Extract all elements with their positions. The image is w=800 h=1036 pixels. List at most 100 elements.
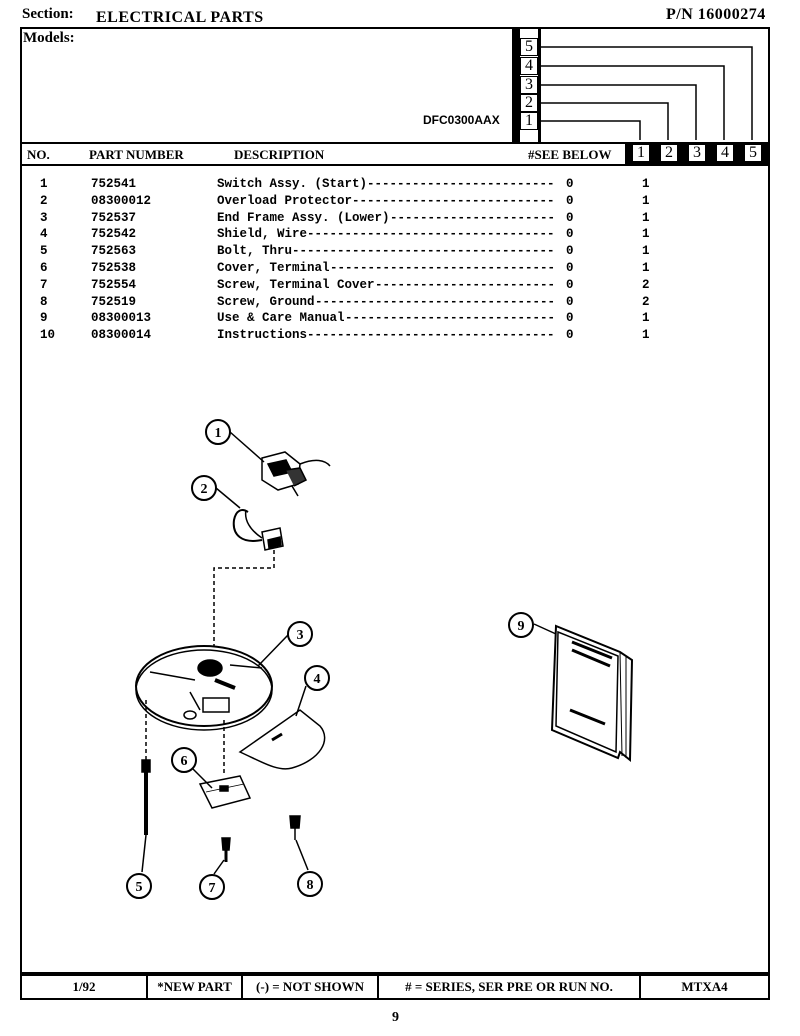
callout-7: 7: [209, 881, 216, 896]
callout-1: 1: [215, 426, 222, 441]
callout-6: 6: [181, 754, 188, 769]
end-frame-drawing: [135, 645, 273, 731]
flag-cell: 0: [566, 244, 574, 259]
col-series-1: 1: [632, 144, 650, 162]
part-number-header: P/N 16000274: [666, 6, 766, 23]
flag-cell: 0: [566, 277, 574, 292]
thru-bolt-drawing: [141, 759, 151, 835]
part-number-cell: 752542: [91, 227, 137, 242]
footer-code: MTXA4: [681, 979, 728, 994]
callout-5: 5: [136, 880, 143, 895]
footer-not-shown: (-) = NOT SHOWN: [243, 976, 379, 998]
col-description: DESCRIPTION: [234, 147, 325, 162]
leader-dashes: ----------------------------------------…: [390, 210, 556, 225]
page-frame: [20, 27, 770, 974]
description-cell: Instructions: [217, 328, 308, 343]
quantity-cell: 1: [642, 311, 650, 326]
part-number-cell: 08300013: [91, 311, 152, 326]
model-name: DFC0300AAX: [423, 113, 500, 127]
section-label: Section:: [22, 6, 74, 22]
description-cell: End Frame Assy. (Lower): [217, 210, 390, 225]
callout-2: 2: [201, 482, 208, 497]
header-divider: [20, 142, 770, 144]
footer-new-part: *NEW PART: [148, 976, 243, 998]
footer-bar: [20, 974, 770, 1000]
footer-series-note: # = SERIES, SER PRE OR RUN NO.: [379, 976, 641, 998]
description-cell: Overload Protector: [217, 193, 353, 208]
leader-dashes: ----------------------------------------…: [307, 227, 556, 242]
leader-dashes: ----------------------------------------…: [375, 277, 556, 292]
part-number-cell: 08300014: [91, 328, 152, 343]
quantity-cell: 1: [642, 244, 650, 259]
leader-dashes: ----------------------------------------…: [307, 328, 556, 343]
part-number-cell: 752554: [91, 277, 137, 292]
terminal-screw-drawing: [221, 837, 231, 862]
description-cell: Switch Assy. (Start): [217, 177, 368, 191]
part-no-cell: 5: [40, 244, 48, 259]
quantity-cell: 1: [642, 227, 650, 242]
part-number-cell: 752538: [91, 260, 137, 275]
flag-cell: 0: [566, 294, 574, 309]
leader-dashes: ----------------------------------------…: [367, 177, 556, 191]
part-number-cell: 752519: [91, 294, 137, 309]
quantity-cell: 1: [642, 210, 650, 225]
series-bar-right: [538, 27, 541, 142]
switch-assembly-drawing: [261, 451, 331, 497]
quantity-cell: 2: [642, 277, 650, 292]
part-no-cell: 4: [40, 227, 48, 242]
description-cell: Shield, Wire: [217, 227, 308, 242]
part-number-cell: 752563: [91, 244, 137, 259]
part-no-cell: 3: [40, 210, 48, 225]
terminal-cover-drawing: [198, 775, 252, 809]
part-no-cell: 2: [40, 193, 48, 208]
flag-cell: 0: [566, 210, 574, 225]
models-label: Models:: [23, 30, 75, 46]
series-box-1: 1: [520, 112, 538, 130]
description-cell: Cover, Terminal: [217, 260, 330, 275]
part-no-cell: 9: [40, 311, 48, 326]
leader-dashes: ----------------------------------------…: [330, 260, 556, 275]
part-number-cell: 752541: [91, 177, 137, 191]
manual-drawing: [550, 624, 634, 763]
series-box-2: 2: [520, 94, 538, 112]
col-see-below: #SEE BELOW: [528, 147, 612, 162]
flag-cell: 0: [566, 260, 574, 275]
callout-9: 9: [518, 619, 525, 634]
part-no-cell: 7: [40, 277, 48, 292]
quantity-cell: 2: [642, 294, 650, 309]
quantity-cell: 1: [642, 193, 650, 208]
part-number-cell: 08300012: [91, 193, 152, 208]
part-number-cell: 752537: [91, 210, 137, 225]
footer-date: 1/92: [22, 976, 148, 998]
col-no: NO.: [27, 147, 50, 162]
description-cell: Use & Care Manual: [217, 311, 345, 326]
flag-cell: 0: [566, 227, 574, 242]
col-series-3: 3: [688, 144, 706, 162]
flag-cell: 0: [566, 177, 574, 191]
col-part-number: PART NUMBER: [89, 147, 184, 162]
callout-4: 4: [314, 672, 321, 687]
leader-dashes: ----------------------------------------…: [315, 294, 556, 309]
part-no-cell: 8: [40, 294, 48, 309]
series-box-4: 4: [520, 57, 538, 75]
exploded-diagram: 1 2 3 4 6 5 7 8 9: [126, 419, 634, 900]
wire-shield-drawing: [238, 709, 326, 770]
part-no-cell: 1: [40, 177, 48, 191]
series-box-3: 3: [520, 76, 538, 94]
leader-dashes: ----------------------------------------…: [345, 311, 556, 326]
section-title: ELECTRICAL PARTS: [96, 9, 264, 26]
callout-8: 8: [307, 878, 314, 893]
col-series-5: 5: [744, 144, 762, 162]
overload-protector-drawing: [232, 509, 284, 551]
part-no-cell: 6: [40, 260, 48, 275]
col-series-4: 4: [716, 144, 734, 162]
description-cell: Bolt, Thru: [217, 244, 293, 259]
description-cell: Screw, Terminal Cover: [217, 277, 375, 292]
page-number: 9: [392, 1010, 399, 1025]
quantity-cell: 1: [642, 260, 650, 275]
series-box-5: 5: [520, 38, 538, 56]
flag-cell: 0: [566, 193, 574, 208]
quantity-cell: 1: [642, 177, 650, 191]
description-cell: Screw, Ground: [217, 294, 315, 309]
leader-dashes: ----------------------------------------…: [352, 193, 556, 208]
